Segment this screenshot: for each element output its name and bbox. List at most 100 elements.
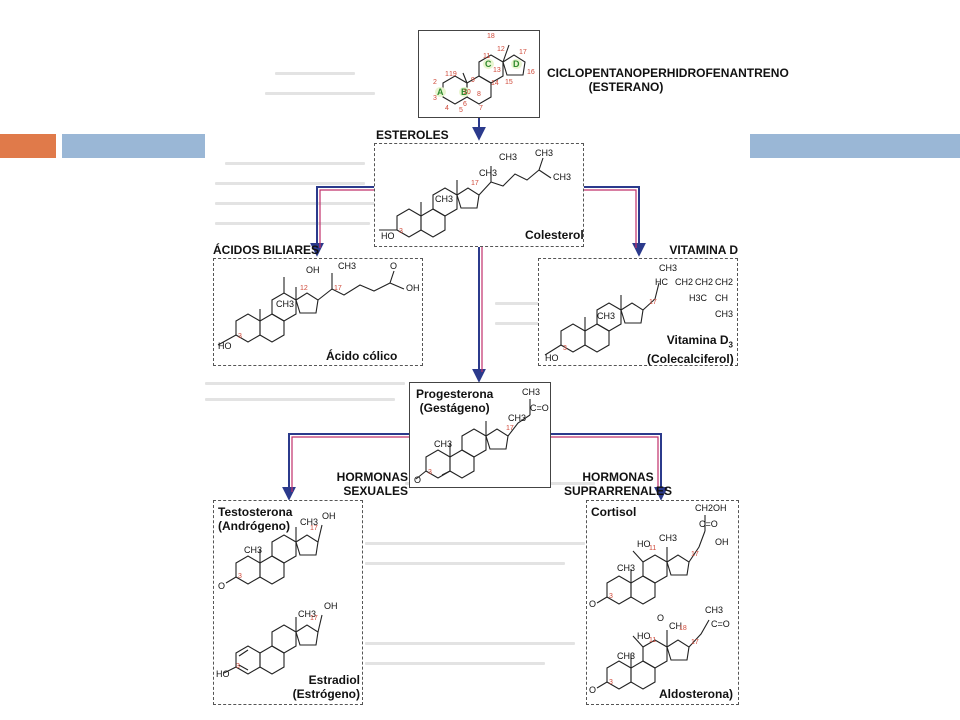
atom-ho: HO	[637, 539, 651, 549]
faded-background-text	[205, 382, 405, 385]
atom-oh: OH	[322, 511, 336, 521]
carbon-number-3: 3	[236, 663, 240, 670]
atom-ch3: CH3	[617, 651, 636, 661]
atom-o: O	[589, 685, 597, 695]
atom-ch3: CH3	[244, 545, 263, 555]
ring-label-d: D	[511, 59, 522, 69]
carbon-number-17: 17	[519, 49, 527, 56]
carbon-number-1: 1	[445, 71, 449, 78]
faded-background-text	[365, 662, 545, 665]
atom-ch3: CH3	[479, 168, 498, 178]
atom-ch3: CH3	[508, 413, 527, 423]
faded-background-text	[365, 562, 565, 565]
atom-c-eq-o: C=O	[699, 519, 718, 529]
atom-c-eq-o: C=O	[530, 403, 549, 413]
carbon-number-17: 17	[471, 180, 479, 187]
carbon-number-17: 17	[506, 425, 514, 432]
atom-ch3: CH3	[705, 605, 724, 615]
carbon-number-3: 3	[238, 333, 242, 340]
atom-o: O	[414, 475, 422, 485]
node-colesterol-box: HO CH3 CH3 CH3 CH3 CH3 17 3 Colesterol	[374, 143, 584, 247]
progesterona-title: Progesterona	[416, 387, 494, 401]
node-vitamina-d3-box: HO CH3 CH3 HC CH2 CH2 CH2 H3C CH CH3 17 …	[538, 258, 738, 366]
carbon-number-11: 11	[649, 637, 657, 644]
atom-ch3: CH3	[535, 148, 554, 158]
accent-bar-orange	[0, 134, 56, 158]
faded-background-text	[275, 72, 355, 75]
node-vitamina-d-label: VITAMINA D	[669, 243, 738, 257]
carbon-number-4: 4	[445, 105, 449, 112]
arrow-progesterona-to-cortisol	[551, 433, 668, 501]
vitamina-d3-structure	[544, 282, 660, 356]
faded-background-text	[365, 542, 585, 545]
ring-label-b: B	[459, 87, 470, 97]
carbon-number-10: 10	[463, 89, 471, 96]
estradiol-subtitle: (Estrógeno)	[292, 687, 360, 701]
carbon-number-9: 9	[471, 77, 475, 84]
carbon-number-6: 6	[463, 101, 467, 108]
atom-ch3: CH3	[338, 261, 357, 271]
atom-ch2: CH2	[715, 277, 734, 287]
carbon-number-17: 17	[691, 551, 699, 558]
accent-bar-blue-left	[62, 134, 212, 158]
carbon-number-7: 7	[479, 105, 483, 112]
atom-ch2oh: CH2OH	[695, 503, 727, 513]
atom-ch3: CH3	[715, 309, 734, 319]
atom-ho: HO	[545, 353, 559, 363]
carbon-number-11: 11	[649, 545, 657, 552]
node-colesterol-label: Colesterol	[525, 228, 584, 242]
atom-ch2: CH2	[695, 277, 714, 287]
accent-bar-blue-right	[744, 134, 960, 158]
esterano-structure	[442, 44, 526, 105]
atom-ho: HO	[218, 341, 232, 351]
vitamina-d3-subscript: 3	[728, 340, 733, 350]
node-cortisol-label: Cortisol	[591, 505, 637, 519]
atom-ch: CH	[669, 621, 682, 631]
testosterona-structure	[225, 524, 323, 585]
vitamina-d3-title: Vitamina D3	[647, 333, 733, 352]
node-esterano-box: A B C D 19 18 12 11 13 14 15 16 17 8 9 1…	[418, 30, 540, 118]
estradiol-structure	[223, 614, 323, 675]
ring-label-c: C	[483, 59, 494, 69]
carbon-number-15: 15	[505, 79, 513, 86]
aldosterona-structure	[596, 619, 710, 690]
arrow-colesterol-to-acido-colico	[310, 186, 374, 257]
carbon-number-14: 14	[491, 80, 499, 87]
carbon-number-8: 8	[477, 91, 481, 98]
atom-h3c: H3C	[689, 293, 708, 303]
hormonas-sexuales-subtitle: SEXUALES	[343, 484, 408, 498]
node-progesterona-box: O CH3 C=O CH3 CH3 17 3 Progesterona (Ges…	[409, 382, 551, 488]
node-suprarrenales-box: CH2OH C=O OH CH3 HO CH3 O 11 17 3 O CH C…	[586, 500, 739, 705]
atom-ch2: CH2	[675, 277, 694, 287]
faded-background-text	[365, 642, 575, 645]
carbon-number-12: 12	[300, 285, 308, 292]
carbon-number-3: 3	[399, 228, 403, 235]
faded-background-text	[205, 398, 395, 401]
atom-hc: HC	[655, 277, 668, 287]
arrow-progesterona-to-testosterona-accent	[291, 436, 409, 492]
faded-background-text	[225, 162, 365, 165]
atom-ch3: CH3	[300, 517, 319, 527]
node-estradiol-label: Estradiol (Estrógeno)	[274, 673, 360, 701]
carbon-number-5: 5	[459, 107, 463, 114]
carbon-number-18: 18	[679, 625, 687, 632]
atom-ch3: CH3	[276, 299, 295, 309]
node-aldosterona-label: Aldosterona)	[659, 687, 734, 701]
hormonas-sexuales-title: HORMONAS	[336, 470, 408, 484]
esterano-title: CICLOPENTANOPERHIDROFENANTRENO	[547, 66, 789, 80]
faded-background-text	[265, 92, 375, 95]
atom-o: O	[390, 261, 398, 271]
estradiol-title: Estradiol	[308, 673, 360, 687]
node-progesterona-label: Progesterona (Gestágeno)	[416, 387, 493, 415]
carbon-number-2: 2	[433, 79, 437, 86]
vitamina-d3-subtitle: (Colecalciferol)	[647, 352, 734, 367]
atom-o: O	[218, 581, 226, 591]
atom-ch3: CH3	[522, 387, 541, 397]
carbon-number-3: 3	[238, 573, 242, 580]
arrow-colesterol-to-vitamina-d3-accent	[584, 189, 637, 248]
carbon-number-11: 11	[483, 53, 491, 60]
progesterona-structure	[415, 399, 531, 480]
hormonas-suprarrenales-subtitle: SUPRARRENALES	[563, 484, 672, 498]
